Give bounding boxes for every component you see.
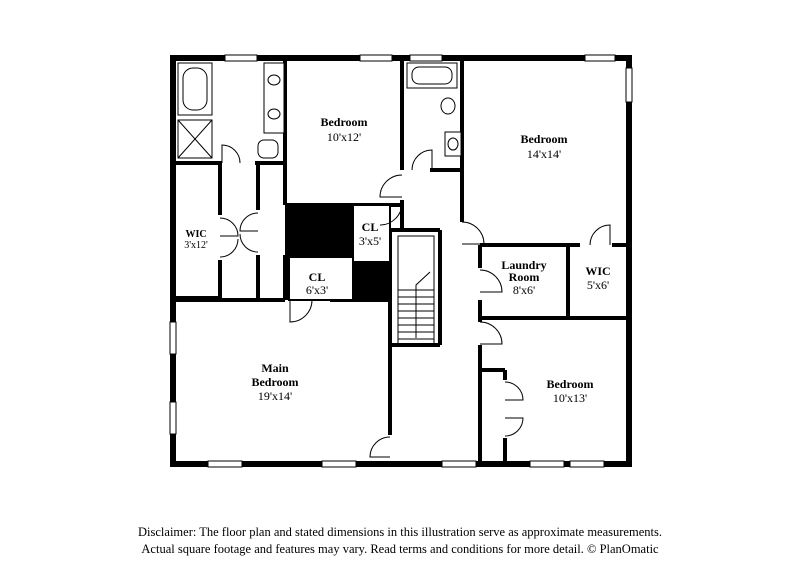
room-labels: Bedroom 10'x12' Bedroom 14'x14' WIC 3'x1… [184, 115, 610, 405]
window [625, 67, 633, 103]
closet-upper-box [352, 204, 391, 263]
toilet [257, 139, 279, 159]
doors [219, 144, 611, 458]
closet-upper-dims: 3'x5' [359, 234, 381, 248]
wic-left-dims: 3'x12' [184, 240, 208, 251]
wic-right-name: WIC [585, 264, 610, 278]
laundry-name-line1: Laundry [501, 258, 546, 272]
window [224, 54, 258, 62]
laundry-dims: 8'x6' [513, 283, 535, 297]
door-swing [379, 174, 403, 198]
stairs [397, 235, 435, 345]
closet-boxes [288, 204, 391, 301]
door-swing [479, 321, 503, 345]
door-swing [504, 381, 524, 401]
door-swing [369, 436, 391, 458]
closet-lower-dims: 6'x3' [306, 283, 328, 297]
window [207, 460, 243, 468]
window [409, 54, 443, 62]
closet-lower-box [288, 256, 354, 301]
window [169, 401, 177, 435]
fixtures [177, 62, 462, 159]
window [529, 460, 565, 468]
door-swing [479, 269, 503, 293]
bedroom-3-name: Bedroom [546, 377, 593, 391]
disclaimer-line-2: Actual square footage and features may v… [141, 542, 659, 556]
door-swing [379, 202, 403, 226]
door-swing [239, 233, 259, 253]
door-swing [461, 221, 485, 245]
wic-left-name: WIC [185, 229, 206, 240]
solid-fill [285, 205, 390, 300]
main-bedroom-name-line1: Main [261, 361, 289, 375]
window [321, 460, 357, 468]
window [569, 460, 605, 468]
windows [169, 54, 633, 468]
door-swing [589, 224, 611, 246]
window [584, 54, 616, 62]
bedroom-2-dims: 14'x14' [527, 147, 561, 161]
disclaimer-line-1: Disclaimer: The floor plan and stated di… [138, 525, 662, 539]
main-bedroom-name-line2: Bedroom [251, 375, 298, 389]
door-swing [411, 149, 433, 171]
main-bedroom-dims: 19'x14' [258, 389, 292, 403]
door-swing [289, 299, 313, 323]
window [359, 54, 393, 62]
closet-upper-name: CL [362, 220, 379, 234]
door-swing [221, 144, 241, 164]
bedroom-2-name: Bedroom [520, 132, 567, 146]
door-swing [219, 238, 239, 258]
bedroom-1-dims: 10'x12' [327, 130, 361, 144]
window [441, 460, 477, 468]
door-swing [504, 417, 524, 437]
wic-right-dims: 5'x6' [587, 278, 609, 292]
bedroom-3-dims: 10'x13' [553, 391, 587, 405]
laundry-name-line2: Room [509, 270, 540, 284]
disclaimer: Disclaimer: The floor plan and stated di… [0, 524, 800, 558]
bedroom-1-name: Bedroom [320, 115, 367, 129]
door-swing [239, 212, 259, 232]
window [169, 321, 177, 355]
door-swing [219, 217, 239, 237]
vanity [263, 62, 285, 134]
toilet [440, 97, 456, 115]
closet-lower-name: CL [309, 270, 326, 284]
